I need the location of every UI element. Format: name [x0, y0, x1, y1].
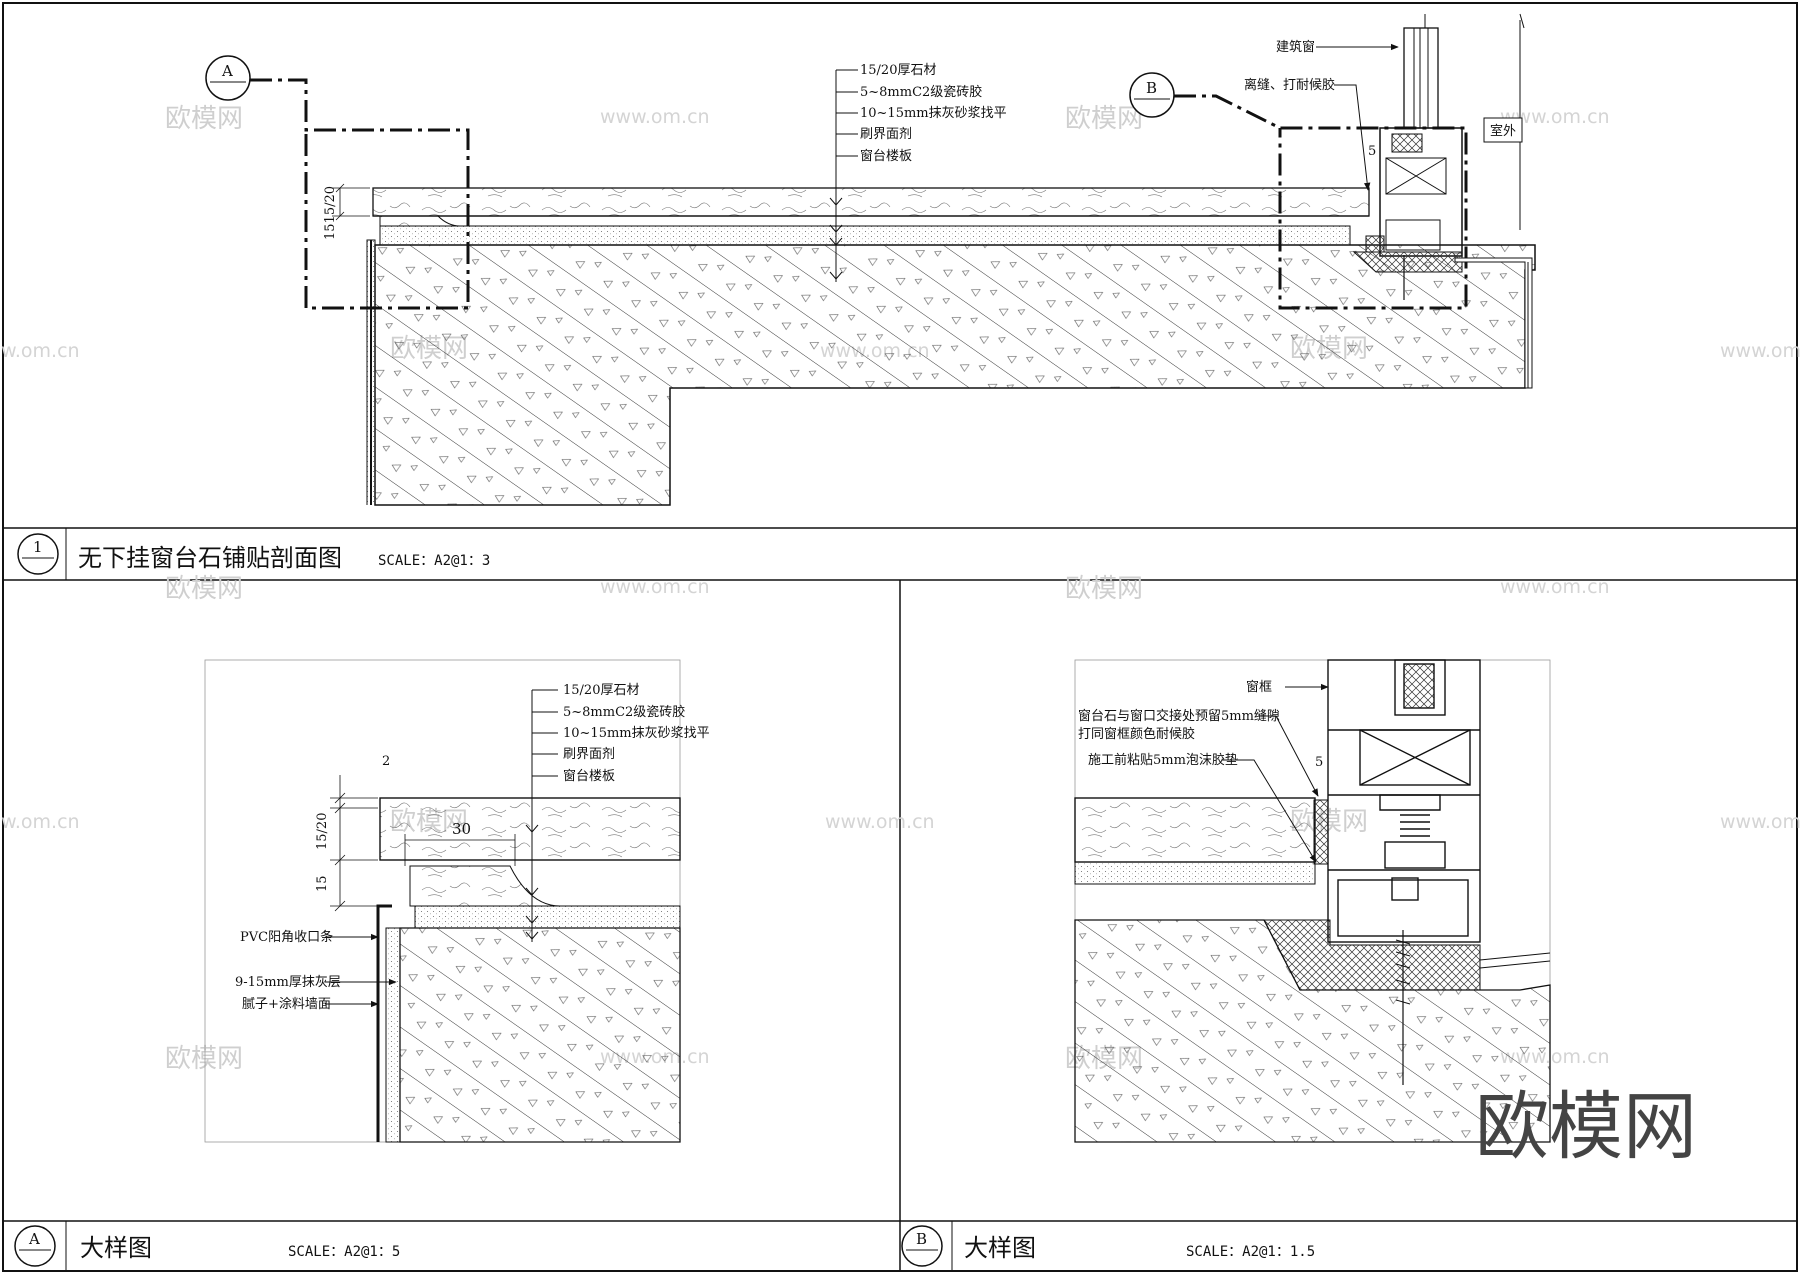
watermark-site: www.om.cn [1720, 811, 1800, 833]
layer-label: 10~15mm抹灰砂浆找平 [860, 106, 1007, 121]
detail-a-leader [525, 689, 558, 942]
layer-label: 刷界面剂 [563, 747, 615, 762]
dim-1515-20 [332, 183, 370, 221]
side-note: 9-15mm厚抹灰层 [235, 975, 341, 990]
note-foam: 施工前粘贴5mm泡沫胶垫 [1088, 752, 1238, 768]
watermark-site: www.om.cn [825, 811, 935, 833]
detail-b-index-circle [901, 1225, 943, 1267]
detail-b-scale: SCALE：A2@1：1.5 [1186, 1244, 1315, 1260]
note-sealant: 离缝、打耐候胶 [1244, 77, 1335, 93]
detail-b-drawing: 窗框 窗台石与窗口交接处预留5mm缝隙 打同窗框颜色耐候胶 施工前粘贴5mm泡沫… [1074, 659, 1697, 1170]
detail-a-dims [330, 775, 516, 912]
note-gap-reserve: 窗台石与窗口交接处预留5mm缝隙 [1078, 708, 1280, 724]
detail-a-title-block: A 大样图 SCALE：A2@1：5 [14, 1225, 400, 1267]
detail-b-title-block: B 大样图 SCALE：A2@1：1.5 [901, 1225, 1315, 1267]
detail-b-stone [1074, 797, 1316, 863]
section-1-title: 无下挂窗台石铺贴剖面图 [78, 544, 342, 572]
detail-b-sealant [1263, 919, 1481, 991]
layer-label: 窗台楼板 [563, 768, 615, 784]
detail-a-index-circle [14, 1225, 56, 1267]
detail-a-index: A [28, 1230, 40, 1248]
layer-label: 刷界面剂 [860, 127, 912, 142]
section-1-title-block: 1 无下挂窗台石铺贴剖面图 SCALE：A2@1：3 [17, 533, 490, 575]
callout-a-label: A [221, 62, 233, 80]
dim-lower: 15 [315, 875, 330, 892]
dim-width: 30 [452, 820, 471, 838]
watermark-brand: 欧模网 [165, 104, 243, 134]
brand-logo: 欧模网 [1475, 1084, 1697, 1170]
dim-top: 2 [382, 754, 390, 769]
side-note: PVC阳角收口条 [240, 929, 333, 945]
slab-concrete [374, 244, 1536, 506]
layer-leader [829, 69, 858, 282]
dim-stone: 15/20 [315, 813, 330, 850]
note-gap: 5 [1368, 144, 1376, 159]
detail-a-mortar [414, 905, 681, 929]
watermark-brand: 欧模网 [1065, 104, 1143, 134]
note-frame: 窗框 [1246, 679, 1272, 695]
mortar-layer [379, 225, 1351, 246]
detail-a-title: 大样图 [80, 1234, 152, 1262]
callout-b-circle [1129, 72, 1175, 118]
dim-label: 1515/20 [323, 186, 338, 240]
watermark-brand: 欧模网 [165, 574, 243, 604]
layer-label: 窗台楼板 [860, 148, 912, 164]
note-sealant: 打同窗框颜色耐候胶 [1078, 726, 1195, 742]
detail-a-lower-stone [409, 865, 561, 907]
layer-label: 15/20厚石材 [860, 63, 936, 78]
section-1-drawing: 1515/20 15/20厚石材 5~8mmC2级瓷砖胶 10~15mm抹灰砂浆… [205, 13, 1536, 506]
layer-label: 10~15mm抹灰砂浆找平 [563, 726, 710, 741]
detail-box-a [250, 78, 470, 310]
watermark-site: www.om.cn [1500, 576, 1610, 598]
note-outdoor: 室外 [1490, 123, 1516, 139]
foam-pad [1313, 799, 1329, 865]
detail-b-index: B [916, 1230, 927, 1248]
watermark-site: www.om.cn [1500, 106, 1610, 128]
detail-box-b [1174, 94, 1468, 310]
detail-b-title: 大样图 [964, 1234, 1036, 1262]
window-frame-profile [1352, 27, 1463, 300]
note-window: 建筑窗 [1276, 39, 1315, 55]
callout-a-circle [205, 55, 251, 101]
layer-label: 15/20厚石材 [563, 683, 639, 698]
watermark-brand: 欧模网 [1065, 574, 1143, 604]
detail-b-window-frame [1327, 659, 1481, 943]
watermark-site: www.om.cn [600, 576, 710, 598]
watermark-site: www.om.cn [600, 106, 710, 128]
detail-a-scale: SCALE：A2@1：5 [288, 1244, 400, 1260]
section-1-index-circle [17, 533, 59, 575]
outdoor-box [1483, 117, 1523, 143]
section-1-scale: SCALE：A2@1：3 [378, 553, 490, 569]
callout-b-label: B [1146, 79, 1157, 97]
layer-label: 5~8mmC2级瓷砖胶 [860, 84, 982, 100]
detail-a-slab [399, 927, 681, 1143]
watermark-brand: 欧模网 [165, 1044, 243, 1074]
detail-a-drawing: 2 15/20 15 30 15/20厚石材 5~8mmC2级瓷砖胶 10~15… [204, 659, 710, 1143]
detail-b-mortar [1074, 861, 1316, 885]
gap-dim: 5 [1315, 755, 1323, 770]
watermark-site: www.om.cn [1720, 340, 1800, 362]
window-stone [372, 187, 1370, 217]
watermark-site: www.om.cn [0, 811, 80, 833]
layer-label: 5~8mmC2级瓷砖胶 [563, 704, 685, 720]
watermark-site: www.om.cn [0, 340, 80, 362]
section-1-index: 1 [33, 538, 43, 556]
side-note: 腻子+涂料墙面 [242, 996, 331, 1012]
